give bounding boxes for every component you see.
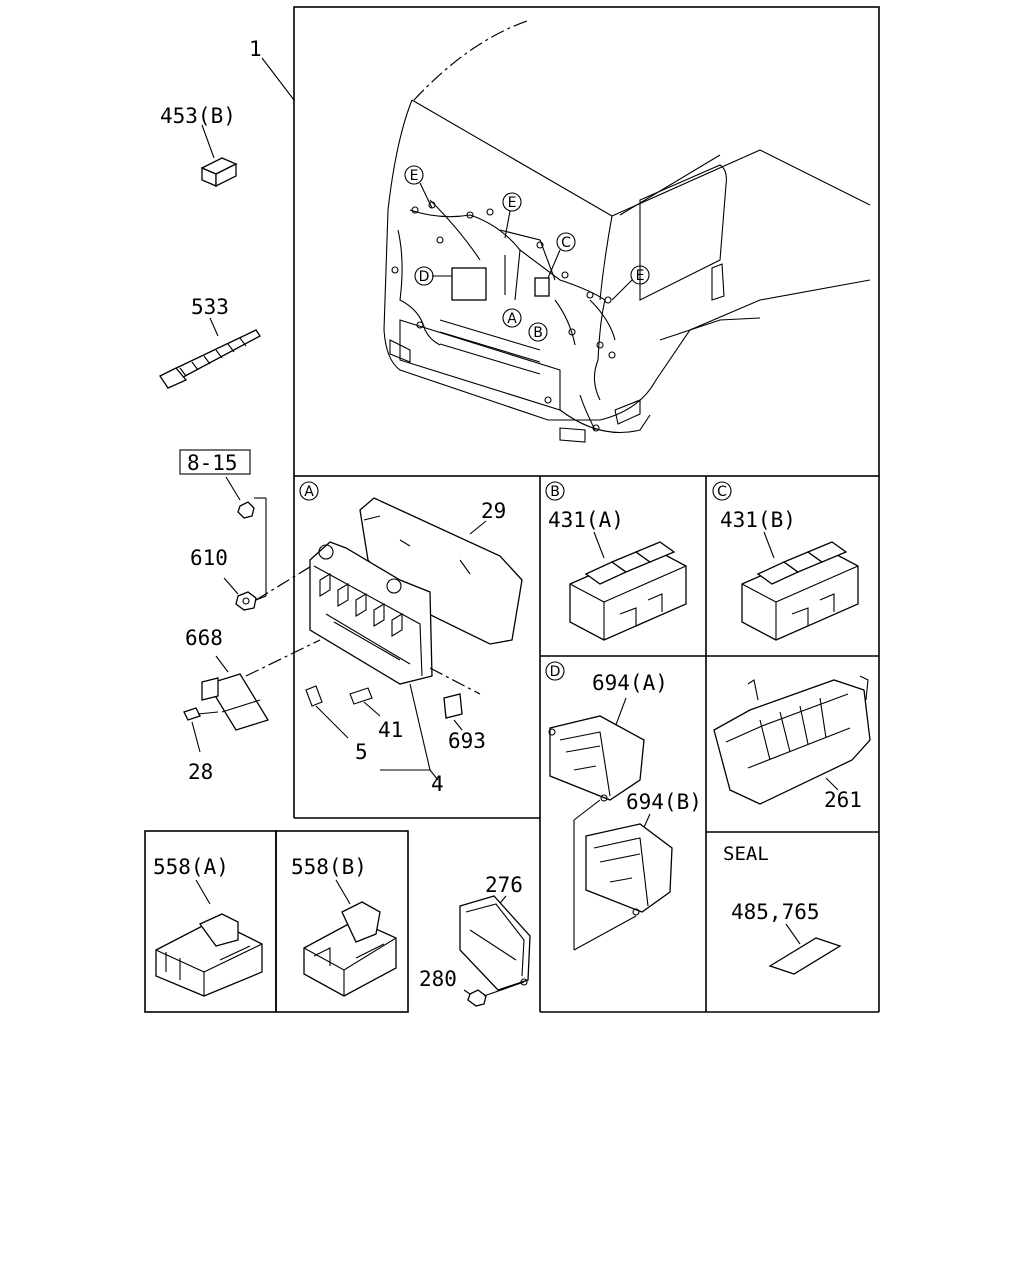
panel-frames [144, 6, 880, 1013]
label-276: 276 [485, 873, 523, 897]
label-seal: SEAL [723, 843, 769, 865]
label-431b: 431(B) [720, 508, 796, 532]
label-558b: 558(B) [291, 855, 367, 879]
callout-e-1: E [410, 168, 419, 184]
label-694b: 694(B) [626, 790, 702, 814]
label-558a: 558(A) [153, 855, 229, 879]
panel-a-fuse-block: A [299, 481, 523, 781]
part-labels: 1 453(B) 533 8-15 610 668 28 29 5 41 4 6… [153, 37, 862, 991]
callout-b: B [533, 325, 543, 341]
callout-e-2: E [508, 195, 517, 211]
left-column-parts [159, 57, 321, 753]
part-276-280 [459, 895, 531, 1007]
callout-e-3: E [636, 268, 645, 284]
label-5: 5 [355, 740, 368, 764]
callout-c: C [561, 235, 571, 251]
label-693: 693 [448, 729, 486, 753]
label-610: 610 [190, 546, 228, 570]
label-485-765: 485,765 [731, 900, 820, 924]
label-41: 41 [378, 718, 403, 742]
label-261: 261 [824, 788, 862, 812]
label-1: 1 [249, 37, 262, 61]
label-694a: 694(A) [592, 671, 668, 695]
callout-d: D [419, 269, 430, 285]
panel-d-marker: D [550, 664, 561, 680]
label-4: 4 [431, 772, 444, 796]
panel-c-marker: C [717, 484, 727, 500]
label-28: 28 [188, 760, 213, 784]
seal-panel [768, 923, 842, 975]
label-280: 280 [419, 967, 457, 991]
label-8-15: 8-15 [187, 451, 238, 475]
panel-d-control-units: D [545, 661, 673, 951]
label-29: 29 [481, 499, 506, 523]
panel-558a-connector [155, 879, 263, 997]
label-453b: 453(B) [160, 104, 236, 128]
panel-b-relay: B [545, 481, 687, 641]
label-668: 668 [185, 626, 223, 650]
panel-558b-connector [303, 879, 397, 997]
label-431a: 431(A) [548, 508, 624, 532]
label-533: 533 [191, 295, 229, 319]
panel-a-marker: A [304, 484, 314, 500]
panel-261-cover [713, 675, 871, 805]
panel-c-relay: C [712, 481, 859, 641]
callout-a: A [507, 311, 517, 327]
truck-cab-illustration: E E C D E A B [383, 19, 871, 443]
panel-b-marker: B [550, 484, 560, 500]
